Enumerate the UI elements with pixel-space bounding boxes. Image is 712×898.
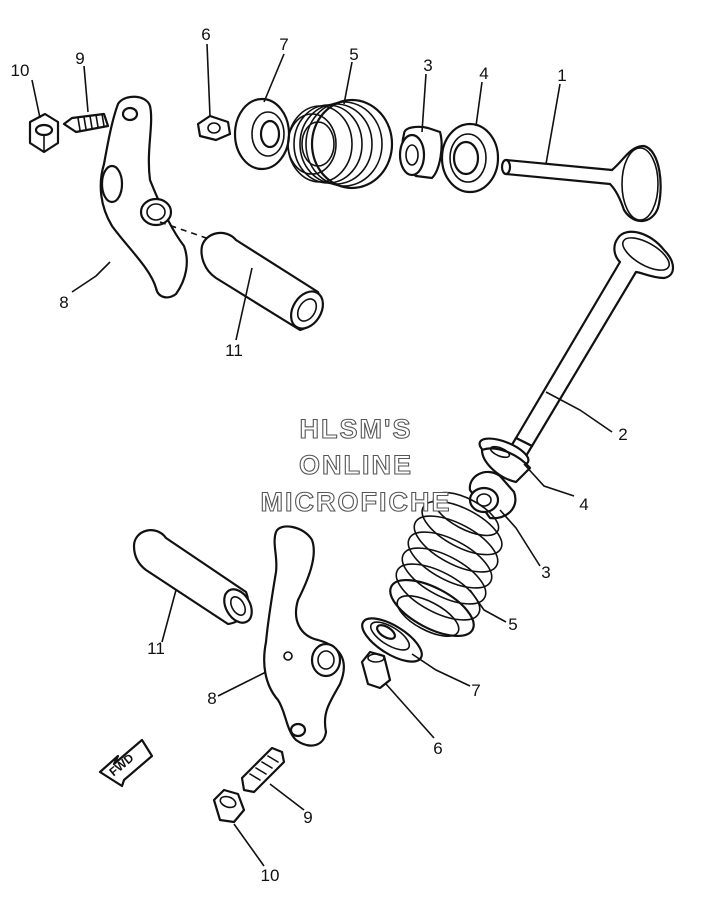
valve-stem-seal-bottom — [468, 470, 517, 520]
watermark-line-1: HLSM'S — [300, 414, 413, 444]
valve-stem-seal-top — [398, 125, 443, 180]
forward-arrow-icon: FWD — [98, 738, 154, 788]
watermark-line-2: ONLINE — [299, 450, 413, 480]
valve-spring-top — [287, 98, 394, 190]
callout-4-top: 4 — [479, 64, 488, 83]
callout-2: 2 — [618, 425, 627, 444]
valve-spring-bottom — [389, 491, 503, 637]
adjusting-screw-bottom — [240, 746, 286, 794]
callout-4-bottom: 4 — [579, 495, 588, 514]
callout-6-top: 6 — [201, 25, 210, 44]
callout-8-top: 8 — [59, 293, 68, 312]
callout-5-bottom: 5 — [508, 615, 517, 634]
rocker-shaft-top — [200, 231, 325, 332]
spring-seat-top — [440, 122, 500, 194]
nut-top — [28, 112, 60, 154]
valve-exhaust — [508, 230, 675, 458]
callout-11-bottom: 11 — [147, 639, 165, 658]
callout-10-top: 10 — [11, 61, 30, 80]
rocker-shaft-bottom — [132, 529, 253, 626]
leader-lines — [31, 43, 613, 867]
valve-cotter-bottom — [360, 650, 392, 690]
callout-7-bottom: 7 — [471, 681, 480, 700]
watermark: HLSM'S ONLINE MICROFICHE — [260, 413, 452, 517]
callout-numbers: 10 9 6 7 5 3 4 1 8 11 2 4 3 5 7 6 11 8 9… — [11, 25, 628, 885]
callout-6-bottom: 6 — [433, 739, 442, 758]
callout-5-top: 5 — [349, 45, 358, 64]
callout-9-top: 9 — [75, 49, 84, 68]
valve-intake — [500, 144, 662, 223]
callout-10-bottom: 10 — [261, 866, 280, 885]
spring-retainer-top — [233, 97, 291, 171]
callout-3-bottom: 3 — [541, 563, 550, 582]
callout-11-top: 11 — [225, 341, 243, 360]
rocker-arm-top — [99, 95, 188, 299]
rocker-arm-bottom — [263, 525, 345, 747]
nut-bottom — [212, 788, 246, 824]
callout-8-bottom: 8 — [207, 689, 216, 708]
callout-1: 1 — [557, 66, 566, 85]
valve-cotter-top — [196, 114, 232, 142]
watermark-line-3: MICROFICHE — [261, 487, 452, 517]
spring-retainer-bottom — [361, 617, 423, 663]
callout-3-top: 3 — [423, 56, 432, 75]
callout-9-bottom: 9 — [303, 808, 312, 827]
spring-seat-bottom — [478, 437, 532, 484]
callout-7-top: 7 — [279, 35, 288, 54]
